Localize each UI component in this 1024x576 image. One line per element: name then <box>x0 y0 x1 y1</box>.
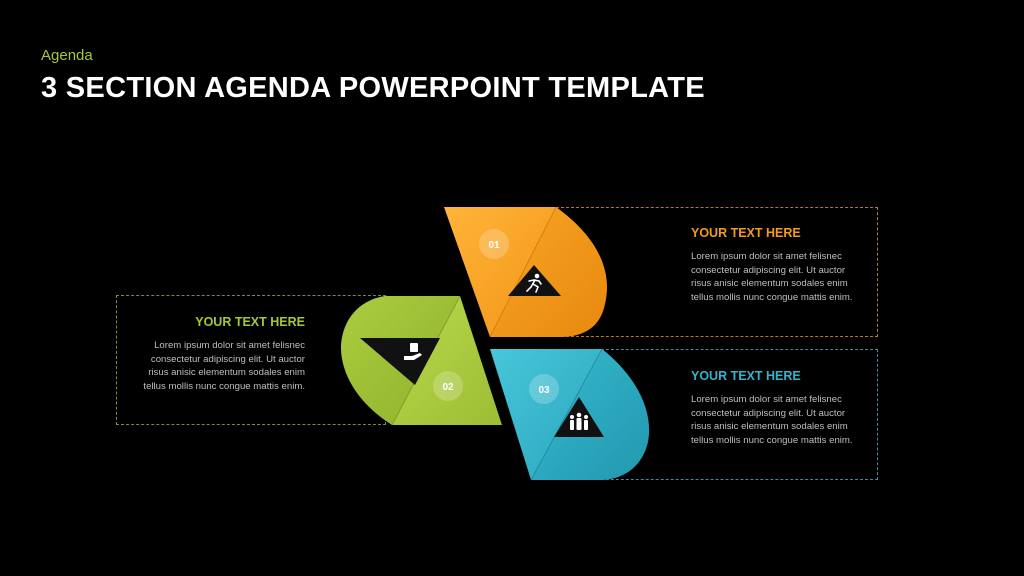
section-1-number-badge <box>479 229 509 259</box>
section-3-heading: YOUR TEXT HERE <box>691 369 801 383</box>
section-3-number: 03 <box>538 385 550 396</box>
section-3-number-badge <box>529 374 559 404</box>
section-3-text: YOUR TEXT HERE Lorem ipsum dolor sit ame… <box>691 369 861 447</box>
section-2-shape: 02 <box>340 295 502 426</box>
section-1-shape: 01 <box>444 206 607 338</box>
section-3-shape: 03 <box>490 348 650 481</box>
section-2-body: Lorem ipsum dolor sit amet felisnec cons… <box>143 340 305 392</box>
hand-money-icon <box>404 343 422 360</box>
section-3-body: Lorem ipsum dolor sit amet felisnec cons… <box>691 394 853 446</box>
section-2-number: 02 <box>442 382 454 393</box>
team-icon <box>570 412 588 430</box>
section-2-icon-holder <box>360 338 440 385</box>
section-2-heading: YOUR TEXT HERE <box>195 315 305 329</box>
slide-title: 3 SECTION AGENDA POWERPOINT TEMPLATE <box>41 72 705 104</box>
section-1-body: Lorem ipsum dolor sit amet felisnec cons… <box>691 251 853 303</box>
section-1-heading: YOUR TEXT HERE <box>691 226 801 240</box>
section-2-text: YOUR TEXT HERE Lorem ipsum dolor sit ame… <box>140 315 305 393</box>
running-person-icon <box>526 273 542 293</box>
section-1-text: YOUR TEXT HERE Lorem ipsum dolor sit ame… <box>691 226 861 304</box>
section-2-number-badge <box>433 371 463 401</box>
slide-subtitle: Agenda <box>41 47 93 64</box>
section-1-number: 01 <box>488 240 500 251</box>
